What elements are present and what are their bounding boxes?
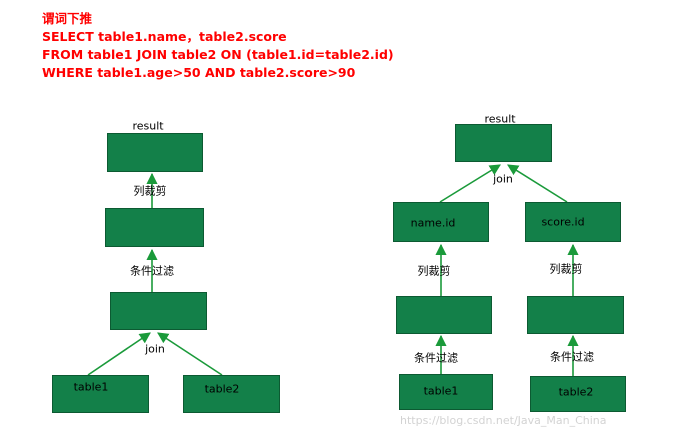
- right-arrow-nameid-to-result: [439, 164, 501, 203]
- left-join-label: join: [145, 342, 165, 356]
- left-join-box: [110, 292, 207, 330]
- right-nameid-box: [393, 202, 489, 242]
- right-result-label: result: [484, 112, 516, 126]
- right-table1-box: [399, 374, 493, 410]
- left-table1-box: [52, 375, 149, 413]
- right-arrow-scoreid-to-result: [507, 164, 568, 203]
- right-table1-label: table1: [423, 384, 459, 398]
- right-table2-box: [530, 376, 626, 412]
- left-filter-label: 条件过滤: [130, 264, 174, 278]
- right-right-filter-box: [527, 296, 624, 334]
- right-result-box: [455, 124, 552, 162]
- sql-heading: 谓词下推: [42, 11, 93, 26]
- right-scoreid-label: score.id: [541, 215, 585, 229]
- left-filter-box: [105, 208, 204, 247]
- left-result-label: result: [132, 119, 164, 133]
- left-result-box: [107, 133, 203, 172]
- right-nameid-label: name.id: [410, 216, 456, 230]
- sql-from-line: FROM table1 JOIN table2 ON (table1.id=ta…: [42, 47, 394, 62]
- sql-block: 谓词下推 SELECT table1.name，table2.score FRO…: [42, 10, 394, 82]
- sql-select-line: SELECT table1.name，table2.score: [42, 29, 287, 44]
- right-filter-right-label: 条件过滤: [550, 350, 594, 364]
- right-left-filter-box: [396, 296, 492, 334]
- left-arrow-table2-to-join: [157, 332, 223, 376]
- sql-where-line: WHERE table1.age>50 AND table2.score>90: [42, 65, 356, 80]
- right-scoreid-box: [525, 202, 621, 242]
- left-arrow-table1-to-join: [87, 332, 151, 376]
- left-table2-box: [183, 375, 280, 413]
- right-table2-label: table2: [558, 385, 594, 399]
- right-filter-left-label: 条件过滤: [414, 351, 458, 365]
- left-table1-label: table1: [73, 380, 109, 394]
- right-join-label: join: [493, 172, 513, 186]
- right-prune-right-label: 列裁剪: [549, 262, 583, 276]
- watermark-text: https://blog.csdn.net/Java_Man_China: [400, 414, 607, 427]
- right-prune-left-label: 列裁剪: [417, 264, 451, 278]
- left-table2-label: table2: [204, 382, 240, 396]
- left-prune-label: 列裁剪: [133, 184, 167, 198]
